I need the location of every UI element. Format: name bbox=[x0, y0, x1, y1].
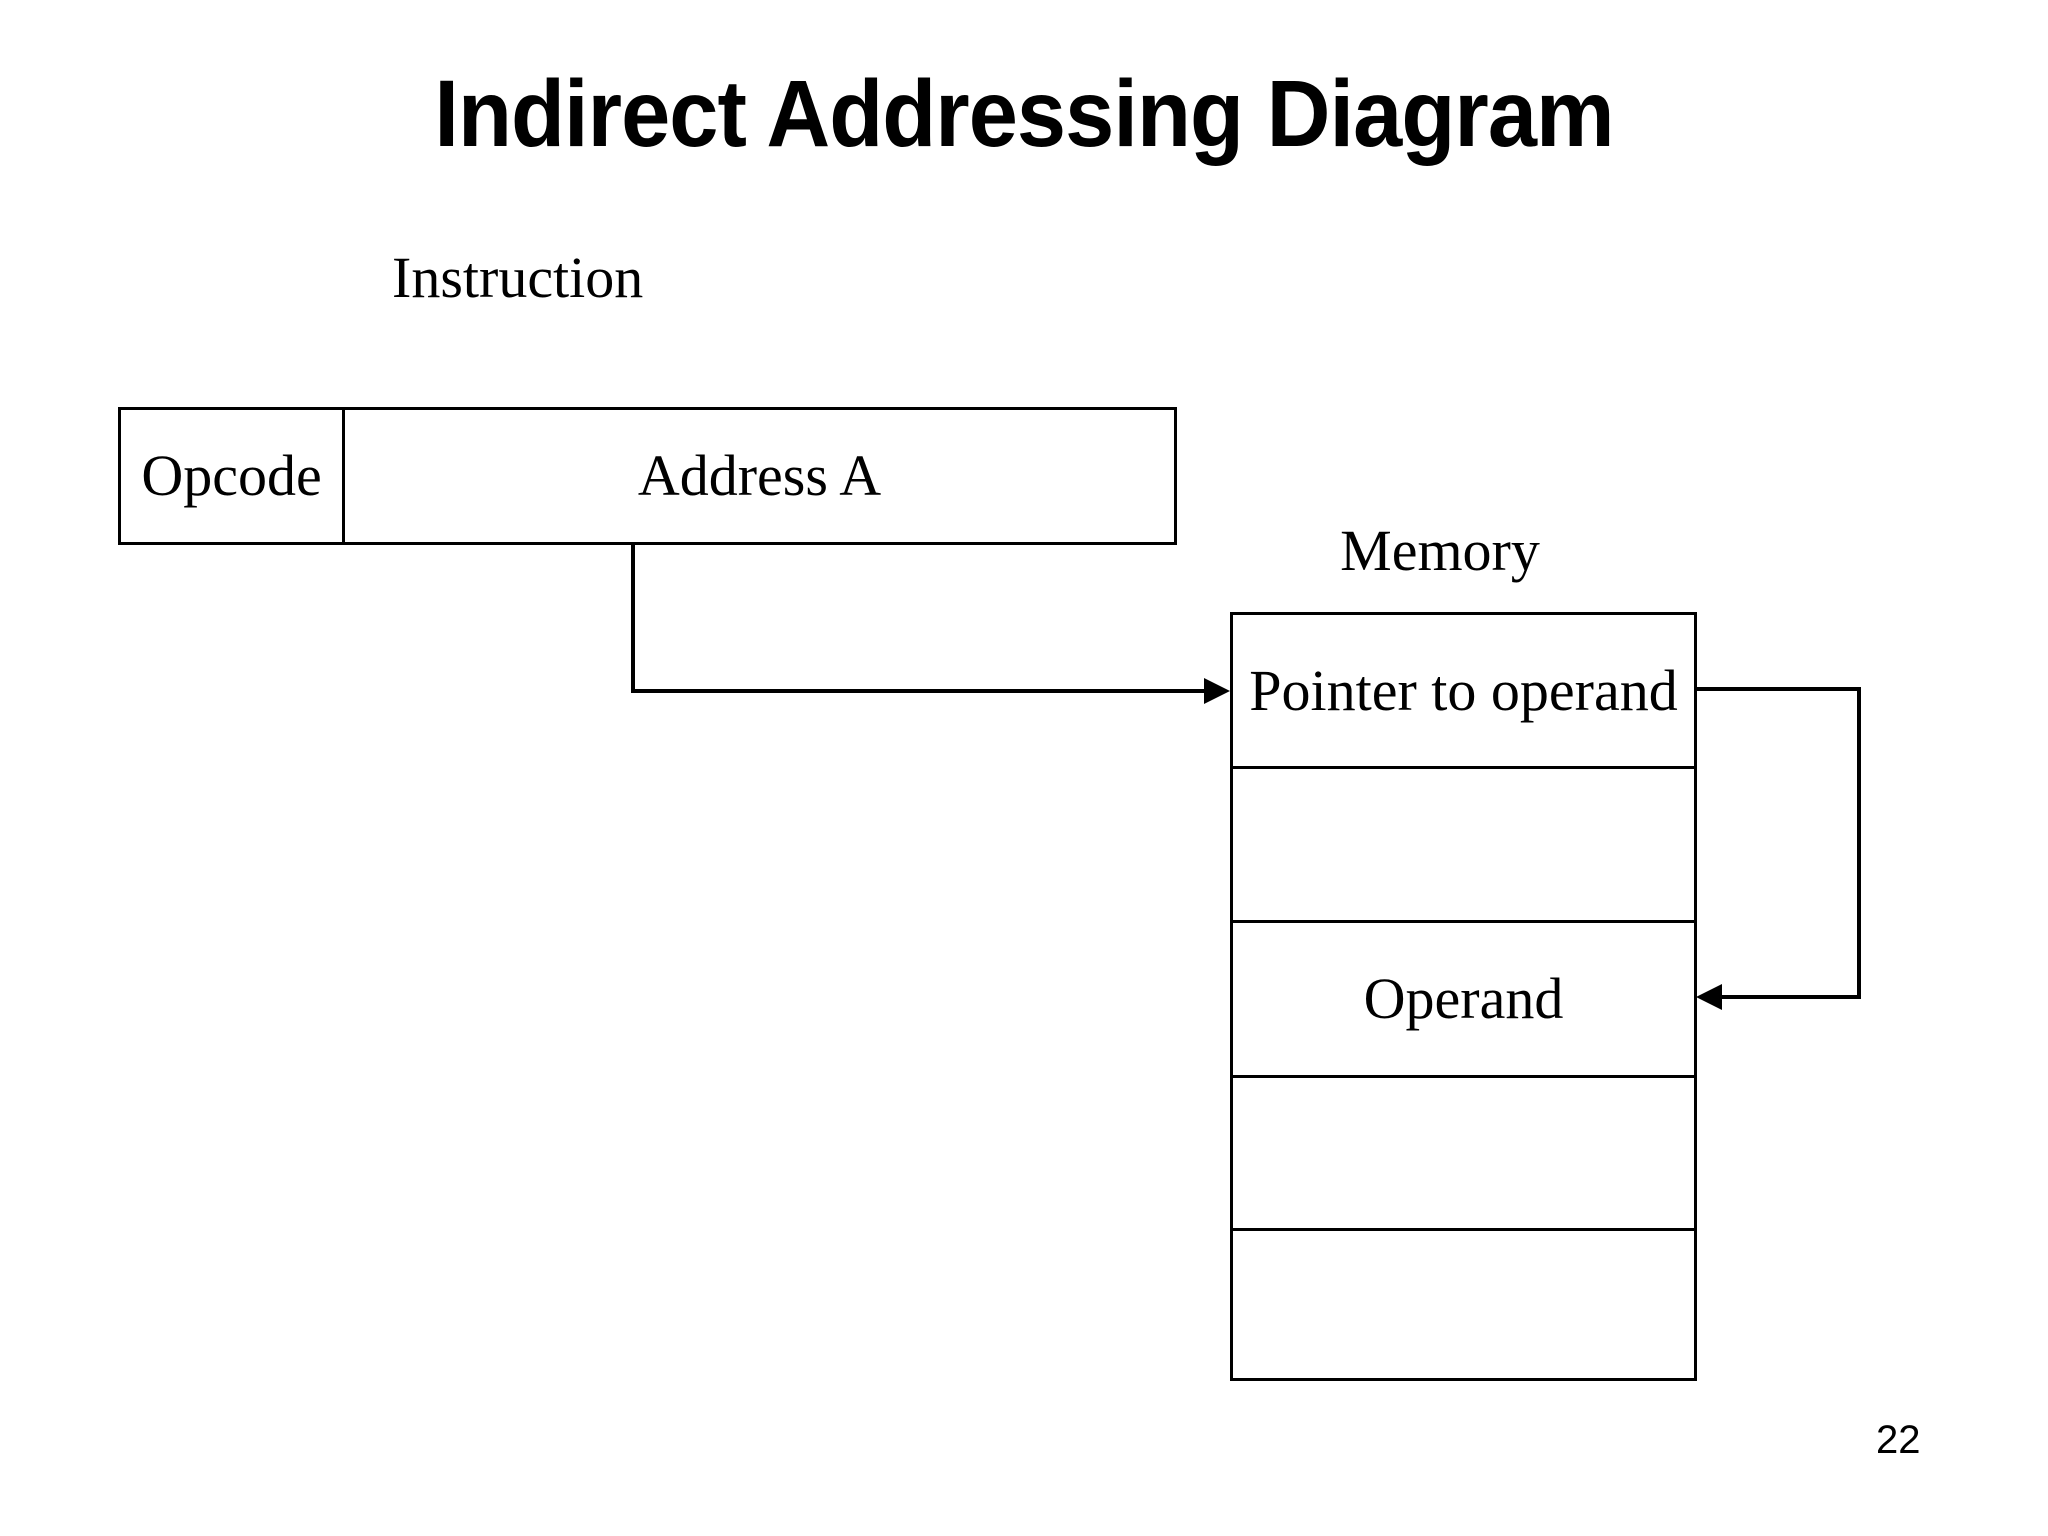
connector-address-arrowhead-icon bbox=[1204, 678, 1230, 704]
memory-row-empty-1 bbox=[1233, 769, 1694, 923]
memory-row-operand: Operand bbox=[1233, 923, 1694, 1078]
memory-row-empty-3 bbox=[1233, 1231, 1694, 1378]
memory-row-pointer: Pointer to operand bbox=[1233, 615, 1694, 769]
memory-row-empty-2 bbox=[1233, 1078, 1694, 1231]
address-field: Address A bbox=[637, 443, 882, 508]
connector-address-horizontal-segment bbox=[631, 689, 1204, 693]
memory-box: Pointer to operand Operand bbox=[1230, 612, 1697, 1381]
page-title: Indirect Addressing Diagram bbox=[434, 61, 1614, 167]
connector-pointer-loop-bottom-segment bbox=[1722, 995, 1861, 999]
page-number: 22 bbox=[1876, 1418, 1921, 1462]
opcode-field: Opcode bbox=[121, 410, 345, 542]
connector-address-vertical-segment bbox=[631, 543, 635, 693]
memory-caption: Memory bbox=[1340, 518, 1540, 583]
connector-pointer-loop-vertical-segment bbox=[1857, 687, 1861, 999]
instruction-caption: Instruction bbox=[392, 245, 644, 310]
connector-pointer-loop-top-segment bbox=[1694, 687, 1861, 691]
connector-operand-arrowhead-icon bbox=[1696, 984, 1722, 1010]
instruction-box: Opcode Address A bbox=[118, 407, 1177, 545]
